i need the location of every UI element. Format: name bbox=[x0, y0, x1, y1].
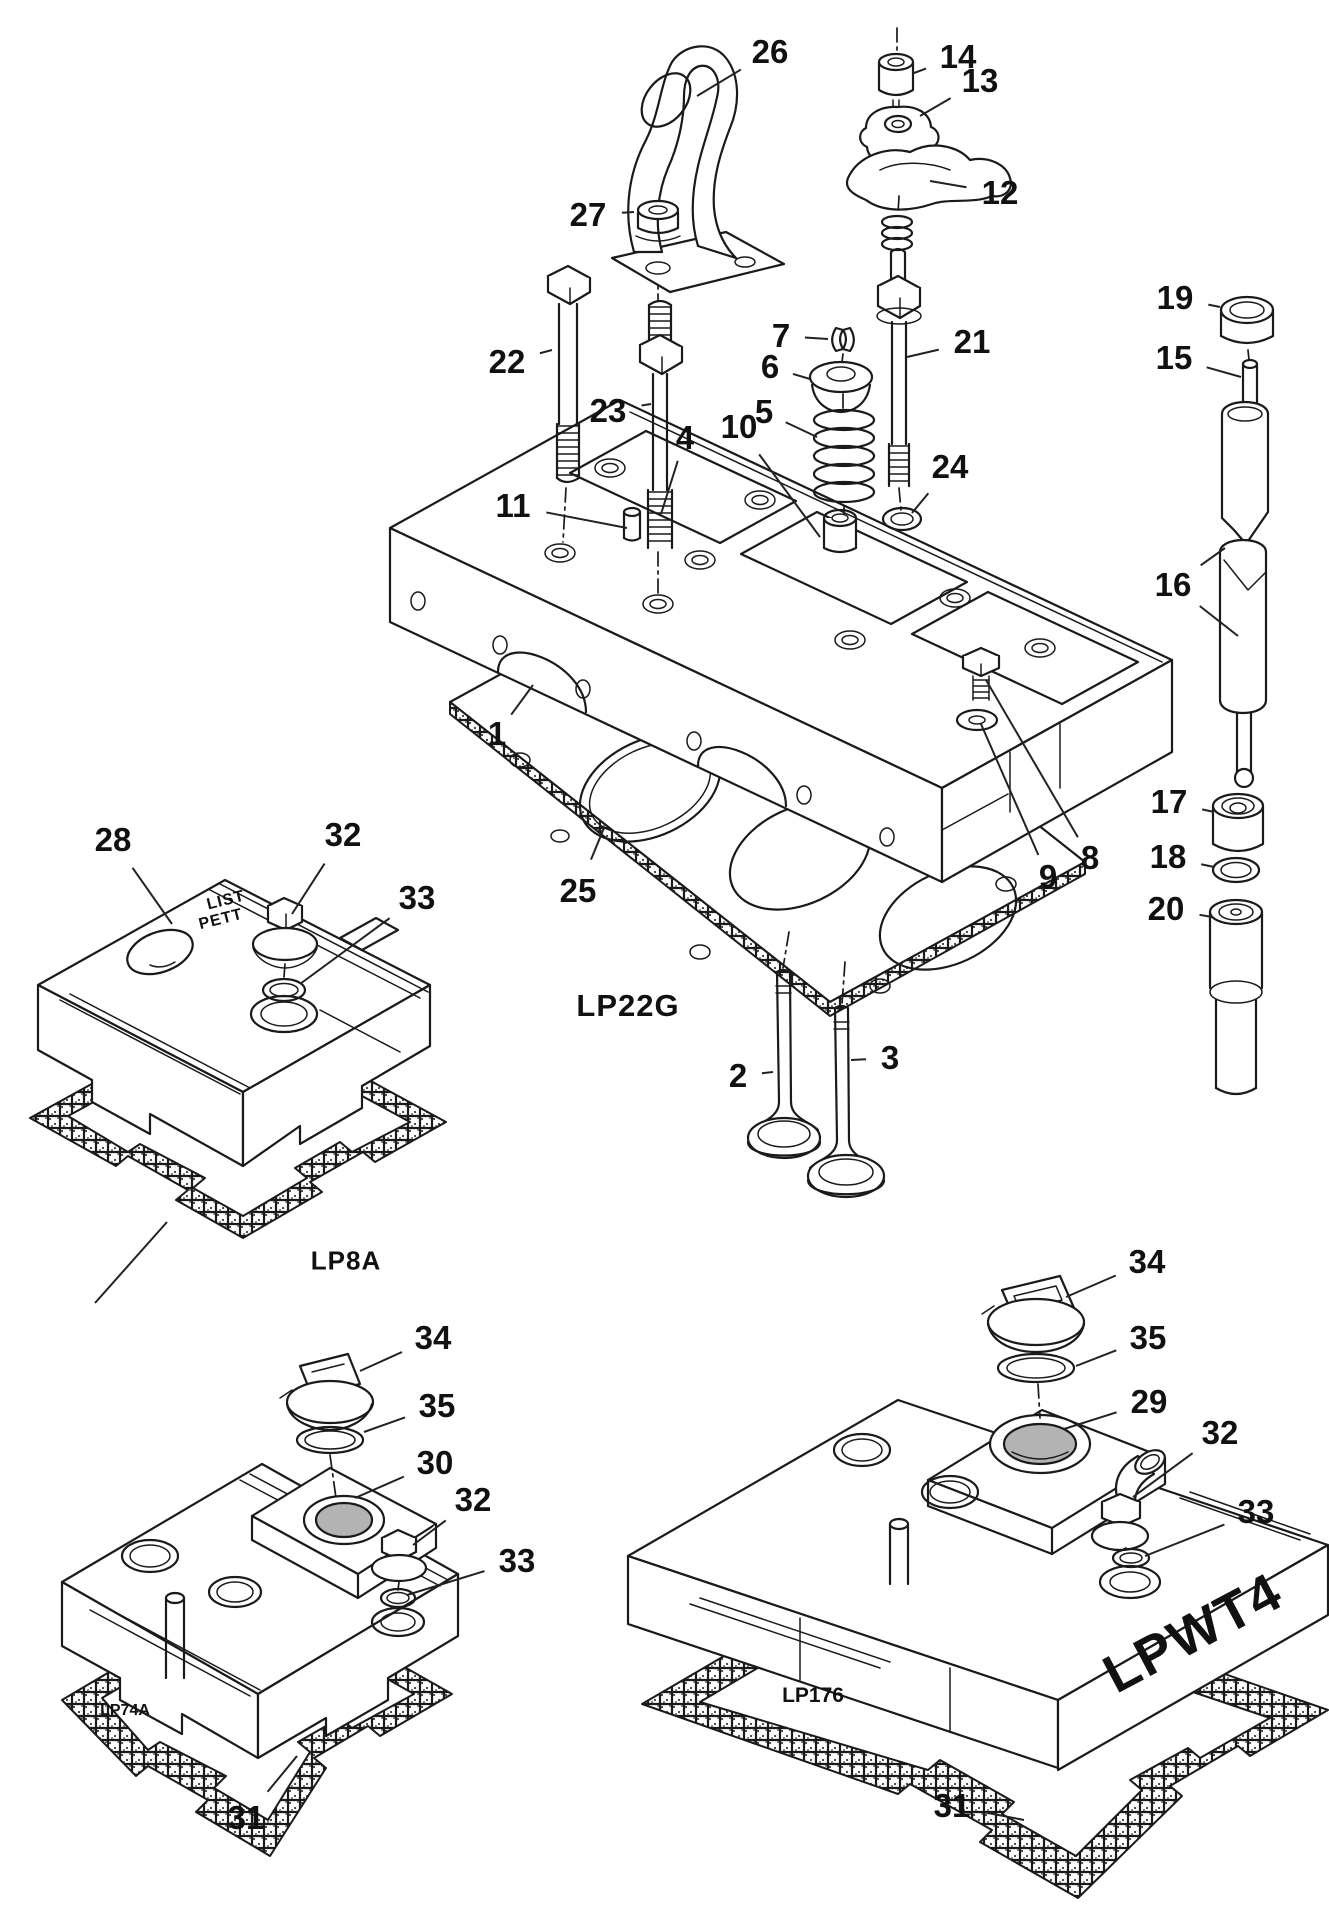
caption-lp176: LP176 bbox=[782, 1684, 844, 1707]
part-callout-10: 10 bbox=[720, 408, 758, 445]
cylinder-head-stud bbox=[638, 239, 684, 597]
caption-lp22g: LP22G bbox=[576, 988, 680, 1023]
part-callout-34: 34 bbox=[414, 1319, 452, 1356]
part-callout-32: 32 bbox=[1201, 1414, 1239, 1451]
part-callout-18: 18 bbox=[1149, 838, 1187, 875]
valve-cover-lpwt4 bbox=[626, 1274, 1329, 1899]
part-callout-32: 32 bbox=[324, 816, 362, 853]
lifting-eye-bracket bbox=[610, 45, 786, 294]
part-callout-5: 5 bbox=[754, 393, 774, 430]
part-callout-2: 2 bbox=[728, 1057, 748, 1094]
part-callout-24: 24 bbox=[931, 448, 969, 485]
part-callout-35: 35 bbox=[1129, 1319, 1167, 1356]
part-callout-7: 7 bbox=[771, 317, 791, 354]
part-callout-27: 27 bbox=[569, 196, 607, 233]
part-callout-33: 33 bbox=[1237, 1493, 1275, 1530]
part-callout-15: 15 bbox=[1155, 339, 1193, 376]
part-callout-33: 33 bbox=[498, 1542, 536, 1579]
part-callout-4: 4 bbox=[675, 419, 695, 456]
part-callout-1: 1 bbox=[487, 715, 507, 752]
push-rod-assembly bbox=[1218, 295, 1275, 789]
part-callout-16: 16 bbox=[1154, 566, 1192, 603]
part-callout-28: 28 bbox=[94, 821, 132, 858]
part-callout-3: 3 bbox=[880, 1039, 900, 1076]
head-bolt bbox=[546, 264, 592, 543]
valve-cover-lp8a bbox=[29, 878, 447, 1239]
valve-spring-stack bbox=[808, 326, 876, 554]
part-callout-21: 21 bbox=[953, 323, 991, 360]
part-callout-35: 35 bbox=[418, 1387, 456, 1424]
caption-lp74a: LP74A bbox=[100, 1702, 150, 1719]
part-callout-26: 26 bbox=[751, 33, 789, 70]
part-callout-33: 33 bbox=[398, 879, 436, 916]
part-callout-17: 17 bbox=[1150, 783, 1188, 820]
part-callout-25: 25 bbox=[559, 872, 597, 909]
part-callout-30: 30 bbox=[416, 1444, 454, 1481]
part-callout-20: 20 bbox=[1147, 890, 1185, 927]
part-callout-22: 22 bbox=[488, 343, 526, 380]
valve-cover-lp74a bbox=[60, 1352, 460, 1857]
part-callout-12: 12 bbox=[981, 174, 1019, 211]
valves bbox=[746, 931, 886, 1199]
part-callout-9: 9 bbox=[1038, 858, 1058, 895]
part-callout-31: 31 bbox=[227, 1799, 265, 1836]
part-callout-13: 13 bbox=[961, 62, 999, 99]
tappet-group bbox=[1208, 792, 1265, 1096]
part-callout-11: 11 bbox=[495, 487, 531, 524]
caption-lp8a: LP8A bbox=[310, 1245, 382, 1276]
part-callout-34: 34 bbox=[1128, 1243, 1166, 1280]
part-callout-6: 6 bbox=[760, 348, 780, 385]
rocker-assembly bbox=[845, 27, 1012, 511]
part-callout-14: 14 bbox=[939, 38, 977, 75]
part-callout-8: 8 bbox=[1080, 839, 1100, 876]
part-callout-23: 23 bbox=[589, 392, 627, 429]
part-callout-31: 31 bbox=[933, 1787, 971, 1824]
part-callout-19: 19 bbox=[1156, 279, 1194, 316]
part-callout-29: 29 bbox=[1130, 1383, 1168, 1420]
part-callout-32: 32 bbox=[454, 1481, 492, 1518]
